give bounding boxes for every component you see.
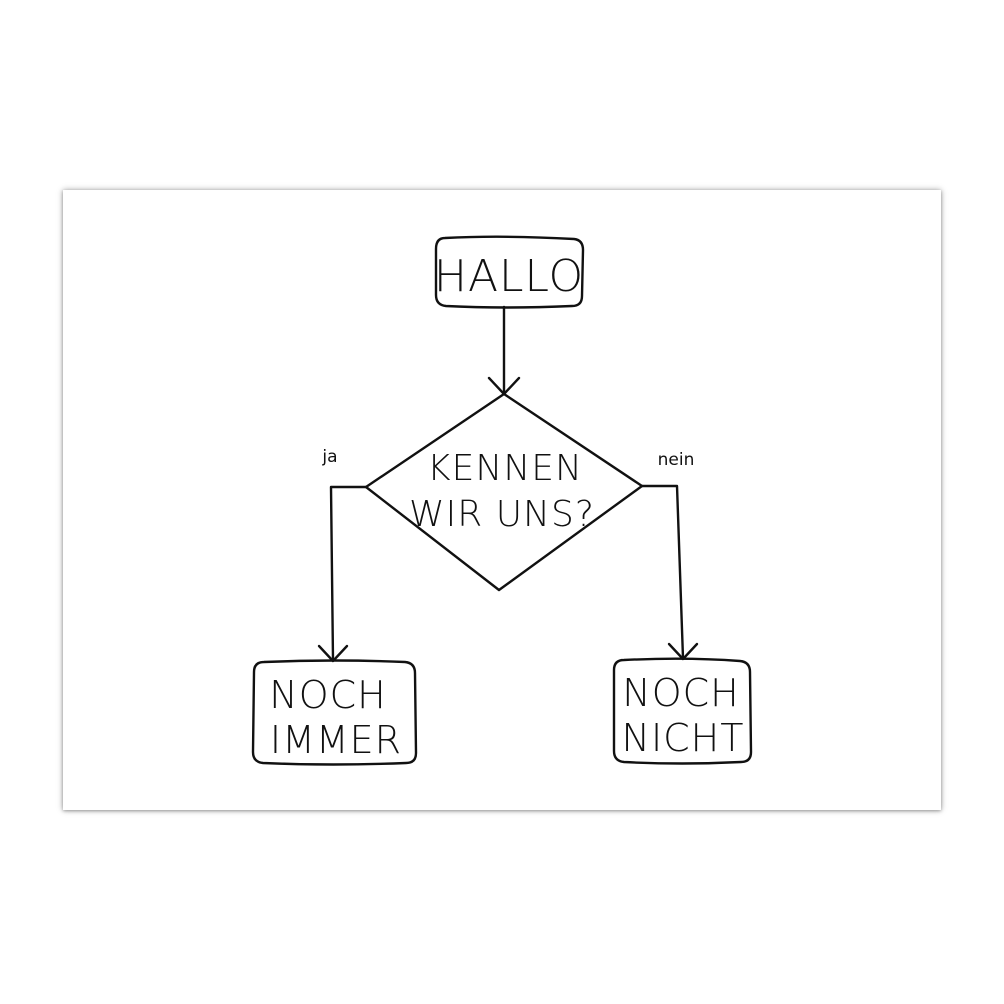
node-decision: KENNEN WIR UNS? xyxy=(364,392,644,592)
node-no-result-label-line1: NOCH xyxy=(622,671,739,715)
edge-start-to-decision xyxy=(487,305,521,396)
edge-decision-yes-line xyxy=(329,485,368,662)
node-no-result-box xyxy=(612,657,753,765)
node-no-result-label-line2: NICHT xyxy=(622,716,745,760)
node-decision-label-line2: WIR UNS? xyxy=(409,494,595,535)
edge-decision-yes: ja xyxy=(317,447,368,663)
edge-decision-no: nein xyxy=(640,450,699,661)
node-start-box xyxy=(434,235,585,309)
node-start: HALLO xyxy=(434,235,585,309)
node-start-label: HALLO xyxy=(434,251,584,302)
node-yes-result: NOCH IMMER xyxy=(251,659,418,766)
edge-decision-no-label: nein xyxy=(658,450,695,470)
node-yes-result-box xyxy=(251,659,418,766)
node-decision-label-line1: KENNEN xyxy=(427,448,583,489)
node-decision-diamond xyxy=(364,392,644,592)
postcard xyxy=(63,190,941,810)
node-yes-result-label-line2: IMMER xyxy=(270,718,402,762)
edge-decision-no-line xyxy=(640,484,685,660)
node-no-result: NOCH NICHT xyxy=(612,657,753,765)
edge-decision-yes-label: ja xyxy=(321,447,337,467)
node-yes-result-label-line1: NOCH xyxy=(269,673,386,717)
